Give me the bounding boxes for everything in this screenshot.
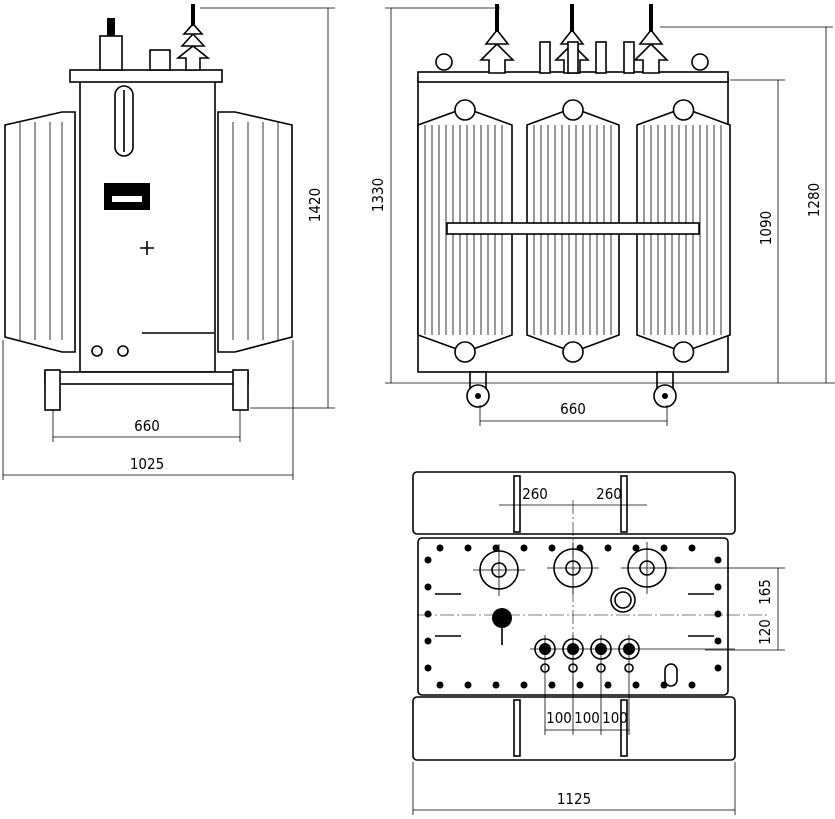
dim-label-100-1: 100 bbox=[546, 709, 572, 727]
dim-label-100-2: 100 bbox=[574, 709, 600, 727]
base-frame bbox=[44, 371, 249, 385]
dim-label-120: 120 bbox=[756, 619, 774, 645]
bolt bbox=[604, 681, 612, 689]
dim-label-1125: 1125 bbox=[557, 790, 591, 808]
radiator-seam bbox=[620, 699, 628, 757]
bottom-radiators bbox=[412, 696, 736, 761]
bolt bbox=[436, 681, 444, 689]
bolt bbox=[464, 544, 472, 552]
radiator-seam bbox=[620, 475, 628, 533]
lv-bushing bbox=[595, 41, 607, 74]
bolt bbox=[464, 681, 472, 689]
dim-label-100-3: 100 bbox=[602, 709, 628, 727]
radiator-header bbox=[454, 341, 476, 363]
dim-label-260-1: 260 bbox=[522, 485, 548, 503]
drain-plug bbox=[664, 663, 678, 687]
bolt bbox=[424, 556, 432, 564]
bolt bbox=[520, 544, 528, 552]
bolt bbox=[714, 610, 722, 618]
radiator-header bbox=[454, 99, 476, 121]
dim-label-1280: 1280 bbox=[805, 183, 823, 217]
center-mark bbox=[140, 241, 154, 255]
lifting-lug-left bbox=[435, 53, 453, 71]
bolt bbox=[548, 681, 556, 689]
bolt bbox=[548, 544, 556, 552]
dim-label-1025: 1025 bbox=[130, 455, 164, 473]
thermometer-pocket bbox=[492, 608, 512, 628]
filler-cap-inner bbox=[614, 591, 632, 609]
bushing-terminal bbox=[495, 4, 499, 32]
bolt bbox=[424, 583, 432, 591]
bolt bbox=[714, 583, 722, 591]
radiator-header bbox=[672, 341, 695, 363]
bolt bbox=[688, 544, 696, 552]
radiator-header bbox=[562, 341, 584, 363]
side-wheel-left bbox=[466, 371, 490, 408]
bolt bbox=[714, 556, 722, 564]
bolt bbox=[604, 544, 612, 552]
hv-bushing bbox=[633, 42, 669, 74]
right-radiator bbox=[217, 111, 293, 353]
lv-bushing bbox=[623, 41, 635, 74]
bolt bbox=[492, 681, 500, 689]
lv-bushing bbox=[567, 41, 579, 74]
hv-bushing bbox=[479, 42, 515, 74]
side-view: 1330 1090 1280 660 bbox=[369, 4, 835, 426]
top-view: 260 260 165 120 100 100 100 1125 bbox=[412, 471, 785, 815]
sampling-valve bbox=[117, 345, 129, 357]
breather bbox=[99, 35, 123, 71]
left-radiator bbox=[4, 111, 76, 353]
bolt bbox=[660, 544, 668, 552]
bushing-shed bbox=[638, 28, 664, 45]
tank-cover bbox=[69, 69, 223, 83]
bolt bbox=[424, 610, 432, 618]
dim-label-260-2: 260 bbox=[596, 485, 622, 503]
bolt bbox=[688, 681, 696, 689]
front-view: 1420 660 1025 bbox=[2, 4, 335, 480]
top-radiators bbox=[412, 471, 736, 535]
bolt bbox=[492, 544, 500, 552]
bolt bbox=[424, 664, 432, 672]
bolt bbox=[520, 681, 528, 689]
right-wheel bbox=[232, 369, 249, 411]
dim-label-1090: 1090 bbox=[757, 211, 775, 245]
radiator-brace bbox=[446, 222, 700, 235]
left-wheel bbox=[44, 369, 61, 411]
dim-label-660-front: 660 bbox=[134, 417, 160, 435]
lv-bushing bbox=[539, 41, 551, 74]
bolt bbox=[632, 681, 640, 689]
dim-label-660-side: 660 bbox=[560, 400, 586, 418]
bolt bbox=[632, 544, 640, 552]
dim-label-1330: 1330 bbox=[369, 178, 387, 212]
bushing-terminal bbox=[649, 4, 653, 32]
dim-label-165: 165 bbox=[756, 579, 774, 605]
bushing-terminal bbox=[570, 4, 574, 32]
bolt bbox=[714, 664, 722, 672]
lifting-lug-right bbox=[691, 53, 709, 71]
radiator-header bbox=[562, 99, 584, 121]
relay bbox=[149, 49, 171, 71]
drain-valve bbox=[91, 345, 103, 357]
bolt bbox=[714, 637, 722, 645]
radiator-seam bbox=[513, 475, 521, 533]
bolt bbox=[424, 637, 432, 645]
bushing-shed bbox=[484, 28, 510, 45]
radiator-seam bbox=[513, 699, 521, 757]
radiator-header bbox=[672, 99, 695, 121]
bolt bbox=[576, 681, 584, 689]
hv-bushing bbox=[175, 4, 211, 71]
tank-body bbox=[79, 79, 216, 373]
side-wheel-right bbox=[653, 371, 677, 408]
bolt bbox=[436, 544, 444, 552]
dim-label-1420: 1420 bbox=[306, 188, 324, 222]
